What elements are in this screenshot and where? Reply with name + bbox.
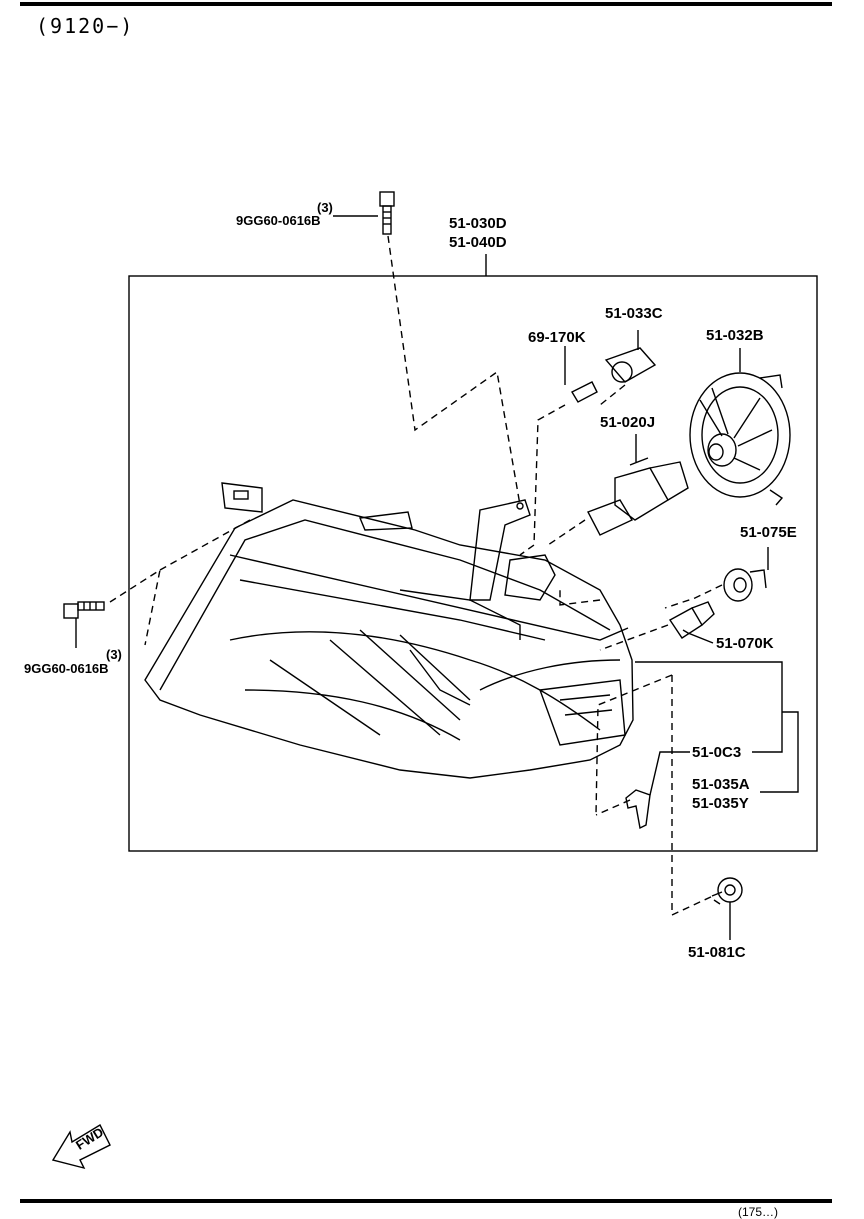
retainer-label-1: 51-035A — [692, 776, 750, 793]
lens-bracket — [635, 661, 783, 753]
fwd-arrow-icon — [51, 1124, 111, 1170]
bolt-top-qty: (3) — [317, 200, 333, 215]
retainer-drawing — [625, 751, 690, 830]
bolt-left-drawing — [63, 601, 105, 648]
clip-label: 69-170K — [528, 329, 586, 346]
bolt-left-qty: (3) — [106, 647, 122, 662]
screw-label: 51-081C — [688, 944, 746, 961]
bolt-top-part-no: 9GG60-0616B — [236, 213, 321, 228]
date-code: (9120−) — [36, 14, 135, 38]
headlamp-bulb-label: 51-020J — [600, 414, 656, 431]
footer-code: (175…) — [738, 1205, 779, 1219]
socket-drawing — [604, 330, 657, 383]
clip-drawing — [564, 346, 598, 403]
retainer-label-2: 51-035Y — [692, 795, 749, 812]
lens-label: 51-0C3 — [692, 744, 742, 761]
dashed-guides — [109, 235, 723, 917]
turn-bulb-label: 51-070K — [716, 635, 774, 652]
cover-label: 51-032B — [706, 327, 764, 344]
headlamp-assy-label-1: 51-030D — [449, 215, 507, 232]
bottom-rule — [20, 1199, 832, 1203]
assembly-frame — [128, 275, 818, 852]
turn-socket-label: 51-075E — [740, 524, 797, 541]
bolt-top-drawing — [379, 191, 395, 235]
headlamp-assy-label-2: 51-040D — [449, 234, 507, 251]
retainer-bracket — [760, 711, 799, 793]
top-rule — [20, 2, 832, 6]
headlamp-bulb-drawing — [587, 434, 689, 536]
turn-socket-drawing — [723, 547, 769, 602]
screw-drawing — [711, 877, 743, 940]
socket-label: 51-033C — [605, 305, 663, 322]
headlamp-housing — [144, 482, 634, 779]
cover-drawing — [689, 348, 791, 506]
bolt-left-part-no: 9GG60-0616B — [24, 661, 109, 676]
turn-bulb-drawing — [668, 601, 715, 644]
